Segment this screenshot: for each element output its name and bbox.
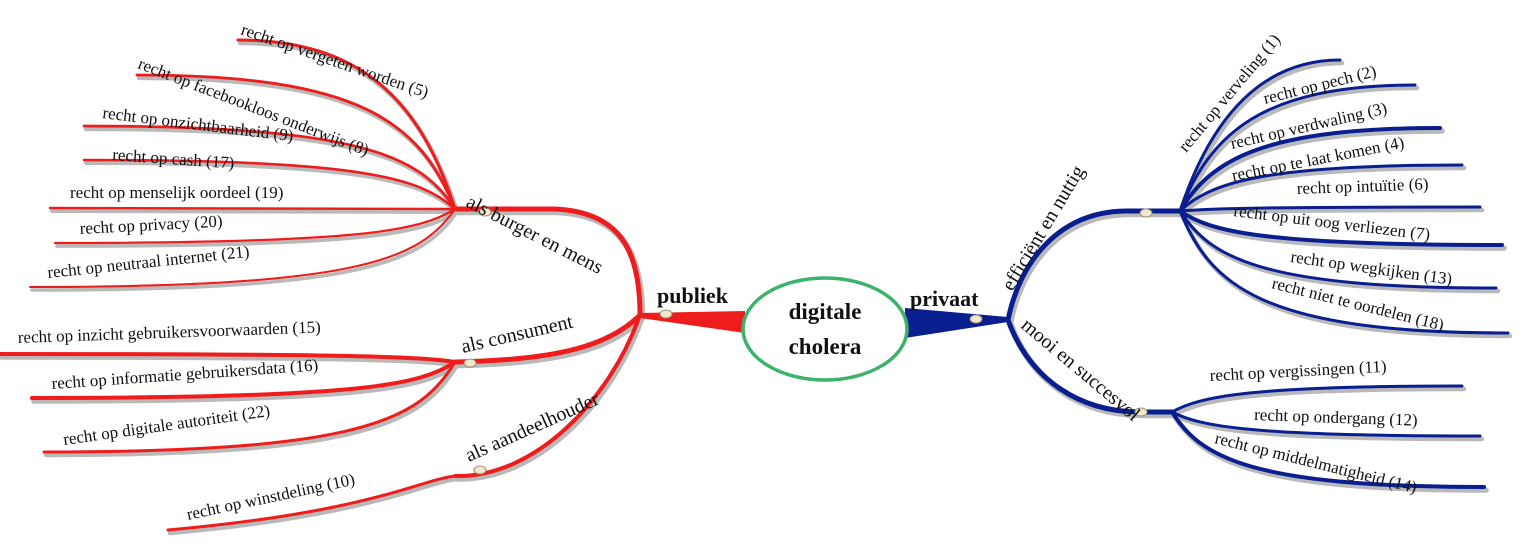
leaf-label-consument-0[interactable]: recht op inzicht gebruikersvoorwaarden (… [17, 317, 321, 347]
leaf-line-mooi-2 [1170, 410, 1486, 489]
sub-knob-mooi [1134, 407, 1148, 417]
leaf-line-burger-3-shadow [83, 160, 460, 215]
leaf-line-efficient-3-shadow [1179, 165, 1467, 217]
leaf-line-burger-1 [135, 73, 457, 211]
leaf-line-burger-3 [82, 158, 457, 211]
leaf-label-mooi-0[interactable]: recht op vergissingen (11) [1209, 357, 1387, 385]
sub-branch-aandeelhouder [453, 313, 642, 479]
sub-branch-aandeelhouder-shadow [454, 315, 645, 482]
sub-branch-efficient-shadow [1006, 210, 1186, 327]
leaf-line-burger-4-shadow [50, 209, 459, 214]
leaf-line-mooi-1-shadow [1171, 412, 1485, 442]
main-knob-privaat [969, 314, 983, 324]
leaf-line-mooi-1 [1170, 410, 1482, 438]
leaf-line-mooi-0-shadow [1171, 386, 1467, 418]
main-knob-publiek [659, 309, 673, 319]
sub-knob-burger [478, 207, 492, 217]
leaf-line-burger-5 [53, 207, 457, 245]
sub-branch-consument-shadow [453, 314, 646, 369]
sub-knob-efficient [1139, 208, 1153, 218]
central-topic-shape [741, 276, 909, 382]
leaf-line-consument-2-shadow [43, 362, 460, 458]
leaf-label-aandeelhouder-0[interactable]: recht op winstdeling (10) [185, 470, 357, 524]
branch-knobs [463, 207, 1153, 475]
leaf-line-aandeelhouder-0 [166, 474, 457, 532]
central-topic-line-2: cholera [789, 334, 862, 359]
sub-branch-consument [452, 312, 643, 365]
branch-lines [0, 38, 1510, 532]
leaf-label-burger-3[interactable]: recht op cash (17) [112, 145, 235, 172]
leaf-line-efficient-3 [1178, 163, 1464, 213]
leaf-line-efficient-4 [1178, 205, 1482, 213]
leaf-line-consument-0 [0, 352, 457, 364]
leaf-line-efficient-5 [1178, 209, 1504, 247]
main-branch-publiek [640, 311, 745, 333]
leaf-label-burger-0[interactable]: recht op vergeten worden (5) [239, 20, 431, 102]
leaf-label-burger-4[interactable]: recht op menselijk oordeel (19) [70, 183, 283, 202]
leaf-label-burger-5[interactable]: recht op privacy (20) [79, 212, 223, 238]
central-topic[interactable]: digitale cholera [741, 276, 909, 382]
leaf-line-burger-5-shadow [55, 210, 459, 248]
leaf-line-efficient-0 [1178, 58, 1342, 213]
sub-branch-efficient [1005, 208, 1183, 323]
leaf-line-efficient-2-shadow [1179, 128, 1445, 217]
leaf-line-mooi-0 [1170, 384, 1464, 414]
leaf-line-efficient-6 [1178, 209, 1498, 290]
leaf-line-burger-6-shadow [30, 210, 459, 292]
leaf-line-efficient-1 [1178, 83, 1417, 213]
leaf-label-consument-1[interactable]: recht op informatie gebruikersdata (16) [51, 355, 319, 393]
leaf-line-aandeelhouder-0-shadow [167, 476, 460, 536]
sub-branch-burger [452, 206, 643, 318]
main-branch-label-publiek[interactable]: publiek [657, 283, 729, 308]
leaf-label-burger-6[interactable]: recht op neutraal internet (21) [46, 242, 250, 282]
leaf-line-consument-0-shadow [0, 354, 460, 368]
leaf-line-consument-1 [30, 360, 457, 400]
leaf-label-efficient-4[interactable]: recht op intuïtie (6) [1296, 174, 1428, 198]
leaf-label-efficient-1[interactable]: recht op pech (2) [1261, 61, 1378, 107]
leaf-line-consument-1-shadow [31, 362, 460, 404]
main-branch-label-privaat[interactable]: privaat [910, 286, 979, 311]
leaf-label-consument-2[interactable]: recht op digitale autoriteit (22) [62, 401, 271, 449]
leaf-line-burger-2 [82, 124, 457, 211]
leaf-line-efficient-2 [1178, 126, 1442, 213]
sub-knob-consument [463, 358, 477, 368]
leaf-label-mooi-1[interactable]: recht op ondergang (12) [1254, 405, 1418, 430]
leaf-line-efficient-7 [1178, 209, 1510, 335]
leaf-line-efficient-1-shadow [1179, 85, 1420, 217]
sub-branch-mooi [1005, 317, 1175, 415]
leaf-line-efficient-4-shadow [1179, 207, 1485, 217]
leaf-line-burger-4 [48, 206, 457, 211]
main-branch-privaat [905, 308, 1008, 338]
central-topic-line-1: digitale [789, 299, 862, 324]
leaf-line-burger-6 [28, 207, 457, 289]
sub-knob-aandeelhouder [473, 465, 487, 475]
leaf-line-burger-0 [236, 38, 457, 211]
leaf-line-consument-2 [42, 360, 457, 454]
sub-label-burger[interactable]: als burger en mens [463, 191, 607, 279]
